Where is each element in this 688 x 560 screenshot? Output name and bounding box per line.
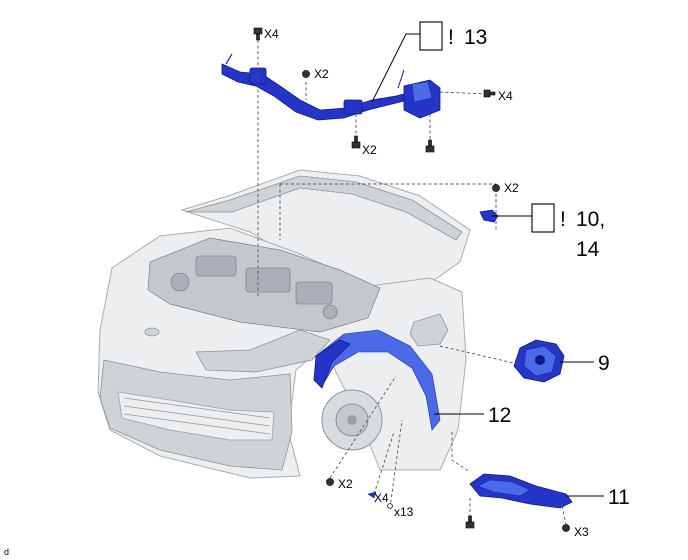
callout-13-box <box>419 21 443 51</box>
corner-mark: d <box>4 547 9 557</box>
bolt-icon <box>483 89 496 98</box>
callout-12-number: 12 <box>488 404 511 427</box>
qty-harness-right-x4: X4 <box>498 89 513 103</box>
qty-bracket-x2: X2 <box>504 181 519 195</box>
grille-slats <box>123 397 271 435</box>
nut-icon <box>562 524 570 532</box>
engine-components <box>170 255 338 320</box>
qty-harness-bottom-x2: X2 <box>362 143 377 157</box>
bolt-icon <box>351 135 361 149</box>
clip-icon <box>367 491 377 499</box>
qty-cover-x3: X3 <box>574 525 589 539</box>
callout-9: 9 <box>560 352 610 375</box>
bolt-icon <box>465 515 475 529</box>
vehicle-front-body <box>97 169 471 479</box>
emblem <box>144 327 160 337</box>
fasteners <box>253 27 570 532</box>
qty-clip-x13: x13 <box>394 505 414 519</box>
nut-icon <box>326 478 334 486</box>
wheel-house-liner <box>315 329 441 431</box>
callout-10-14-number: 10, <box>576 208 605 231</box>
callout-10-14-number-2: 14 <box>576 238 600 261</box>
lower-cover-part-11 <box>469 473 573 509</box>
callout-11-number: 11 <box>608 486 630 509</box>
qty-harness-mid-x2: X2 <box>314 67 329 81</box>
callout-12: 12 <box>434 404 511 427</box>
qty-clip-x4: X4 <box>374 491 389 505</box>
hood-edge <box>185 175 463 241</box>
callout-11: 11 <box>566 486 630 509</box>
qty-liner-x2: X2 <box>338 477 353 491</box>
clip-icon <box>387 503 393 509</box>
callout-10-14: ! 10, 14 <box>492 203 605 261</box>
callout-10-14-box <box>531 203 555 233</box>
wire-harness-part-13 <box>221 53 441 121</box>
callout-13-mark: ! <box>448 26 454 49</box>
front-wheel-assembly <box>321 389 383 451</box>
callout-13-number: 13 <box>464 26 487 49</box>
wheel-house-liner-front <box>313 339 351 389</box>
callout-10-14-mark: ! <box>560 208 566 231</box>
quantity-labels: X4 X2 X4 X2 X2 X2 X4 x13 X3 <box>264 27 589 539</box>
nut-icon <box>492 184 500 192</box>
callout-13: ! 13 <box>371 21 487 103</box>
bolt-icon <box>253 27 263 41</box>
dashed-leader-lines <box>257 40 567 525</box>
callout-9-number: 9 <box>598 352 610 375</box>
qty-top-x4: X4 <box>264 27 279 41</box>
nut-icon <box>302 70 310 78</box>
charge-port-door <box>409 313 449 347</box>
connector-part-9 <box>513 339 565 383</box>
bracket-part-10-14 <box>479 209 499 223</box>
bolt-icon <box>425 139 435 153</box>
headlamp <box>195 329 331 373</box>
